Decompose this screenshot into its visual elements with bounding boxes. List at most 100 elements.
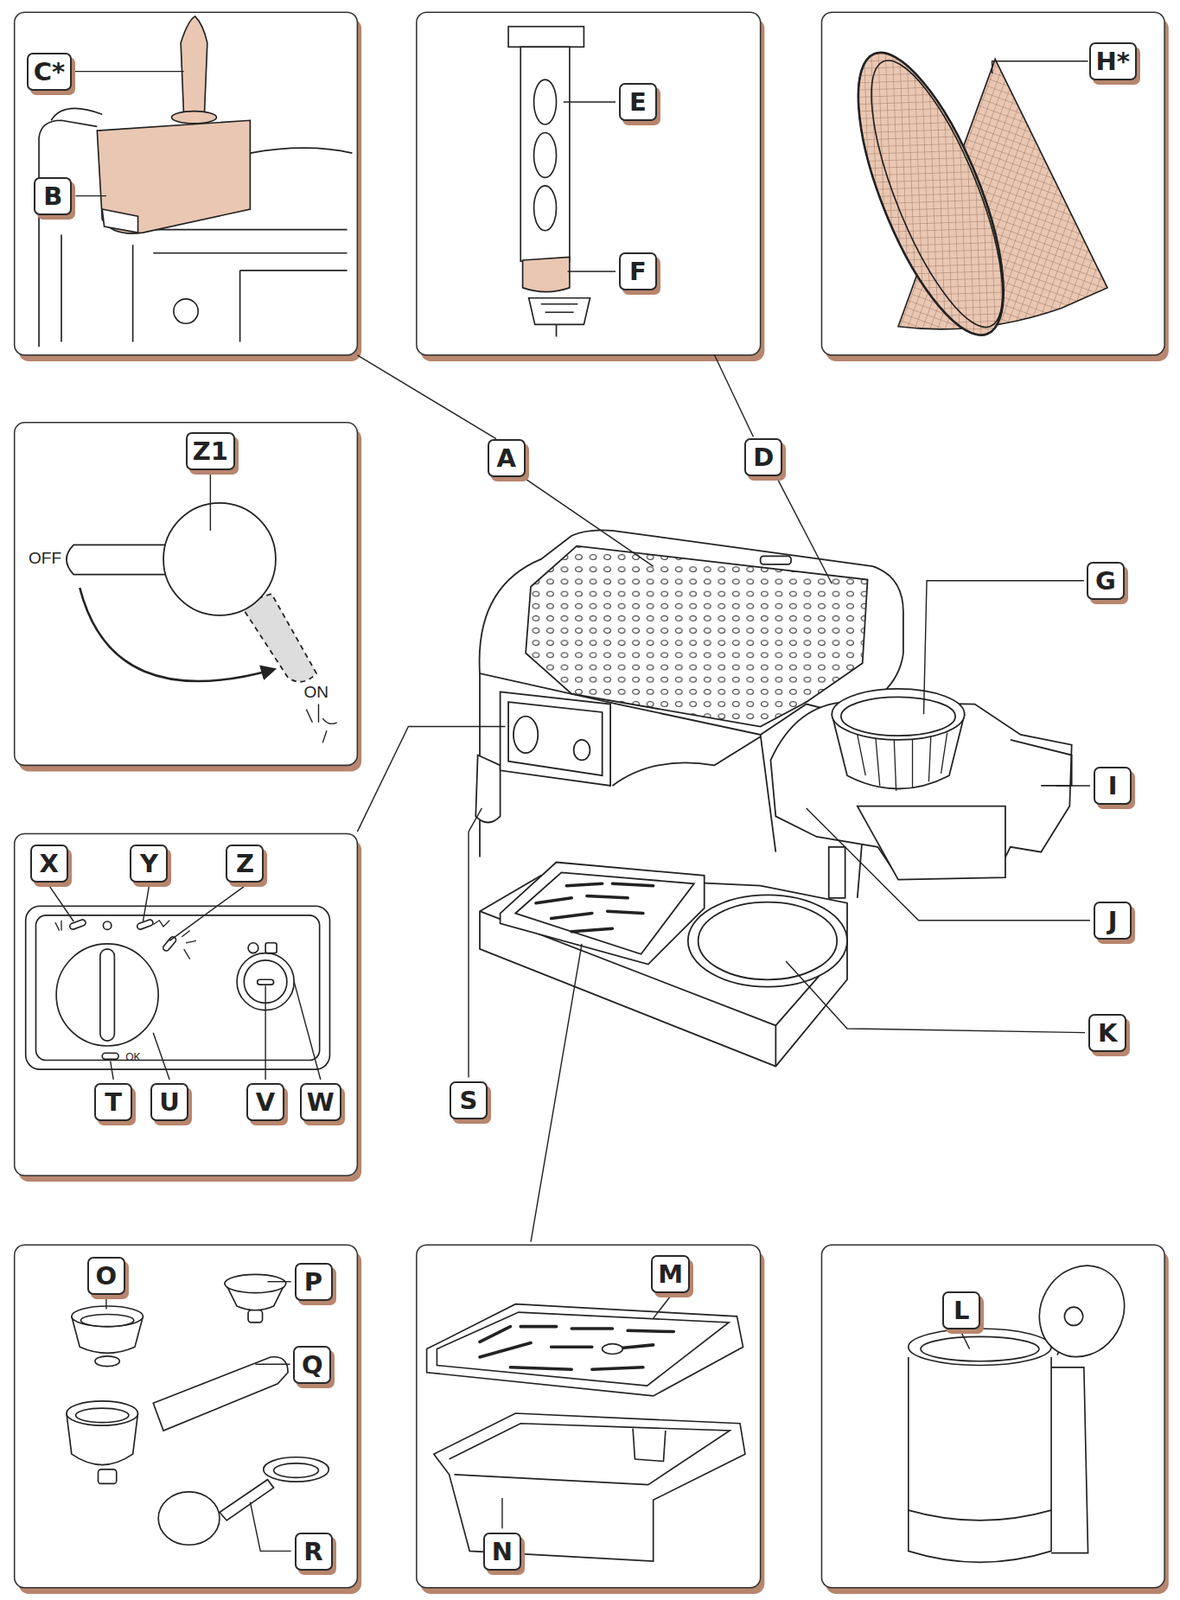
filter-holder-detail xyxy=(508,26,584,48)
control-panel-detail xyxy=(25,905,331,1070)
callout-box: R xyxy=(294,1532,333,1571)
control-panel-detail xyxy=(248,943,259,954)
callout-box: C* xyxy=(26,52,72,91)
carafe-detail xyxy=(1022,1250,1141,1372)
leader-line xyxy=(567,270,616,272)
filter-holder-detail xyxy=(523,256,570,292)
leader-line xyxy=(961,1333,970,1350)
part-label: OK xyxy=(125,1051,141,1064)
water-tank-detail xyxy=(172,111,217,124)
drip-tray-detail xyxy=(479,1326,674,1371)
drip-tray-detail xyxy=(427,1304,746,1562)
part-label: ON xyxy=(304,682,330,702)
leader-line xyxy=(210,473,211,531)
leader-line xyxy=(255,1364,290,1365)
brew-unit xyxy=(857,733,948,791)
steam-knob-detail xyxy=(79,587,274,682)
drip-tray-detail xyxy=(427,1304,744,1397)
leader-line xyxy=(76,195,107,197)
control-panel-detail xyxy=(257,979,275,985)
control-panel-detail xyxy=(100,949,115,1041)
machine-body xyxy=(698,902,838,981)
leader-line xyxy=(110,1061,115,1080)
water-tank-detail xyxy=(153,252,347,255)
leader-line xyxy=(501,1498,503,1529)
control-panel-detail xyxy=(25,905,331,1070)
machine-body xyxy=(829,847,846,899)
machine-body xyxy=(515,872,695,954)
portafilter-detail xyxy=(274,1463,319,1479)
callout-letter: V xyxy=(255,1087,275,1117)
callout-letter: P xyxy=(304,1267,323,1297)
callout-box: I xyxy=(1093,766,1132,805)
carafe-detail xyxy=(908,1510,1052,1521)
portafilter-detail xyxy=(98,1469,117,1485)
callout-box: L xyxy=(942,1291,981,1330)
callout-letter: E xyxy=(629,87,647,117)
portafilter-detail xyxy=(158,1492,220,1545)
drip-tray-detail xyxy=(602,1344,624,1355)
carafe-detail xyxy=(908,1328,1052,1365)
cone-filter-detail xyxy=(829,35,1034,352)
callout-box: J xyxy=(1093,901,1132,940)
water-tank-detail xyxy=(51,108,103,121)
carafe-detail xyxy=(908,1357,1052,1563)
control-panel-detail xyxy=(55,920,170,932)
portafilter-detail xyxy=(224,1274,287,1293)
brew-unit xyxy=(770,688,1072,881)
leader-line xyxy=(785,961,1085,1034)
leader-line xyxy=(775,475,832,584)
panel-frame xyxy=(14,12,358,356)
filter-holder-detail xyxy=(534,79,557,125)
panel-frame xyxy=(14,833,358,1175)
steam-knob-detail xyxy=(163,503,276,616)
callout-box: O xyxy=(87,1256,126,1295)
leader-line xyxy=(520,475,653,567)
panel-frame xyxy=(416,12,761,356)
leader-line xyxy=(249,1502,291,1552)
callout-letter: M xyxy=(657,1259,683,1289)
leader-line xyxy=(49,61,1091,1552)
water-tank-detail xyxy=(61,235,134,343)
callout-box: Q xyxy=(293,1345,332,1385)
machine-body xyxy=(500,862,705,965)
filter-holder-detail xyxy=(534,132,557,178)
leader-line xyxy=(563,101,616,103)
callout-letter: L xyxy=(953,1295,970,1326)
water-tank-detail xyxy=(102,209,138,233)
portafilter-detail xyxy=(248,1310,263,1323)
callout-letter: W xyxy=(306,1087,335,1117)
callout-box: U xyxy=(150,1083,189,1122)
leader-line xyxy=(924,580,1085,715)
carafe-detail xyxy=(920,1336,1040,1361)
callout-letter: H* xyxy=(1096,46,1130,77)
leader-line xyxy=(468,808,482,1078)
water-tank-detail xyxy=(180,16,208,118)
callout-letter: D xyxy=(752,442,774,472)
portafilter-detail xyxy=(76,1408,129,1423)
cone-filter-detail xyxy=(845,45,1028,342)
callout-box: Z xyxy=(225,844,264,883)
callout-box: X xyxy=(30,844,69,883)
brew-unit xyxy=(857,806,1006,881)
callout-letter: F xyxy=(629,256,647,287)
machine-body xyxy=(535,883,654,932)
callout-letter: C* xyxy=(33,57,65,87)
steam-knob-detail xyxy=(240,593,318,683)
callout-letter: B xyxy=(43,181,63,211)
control-panel-detail xyxy=(56,944,159,1047)
control-panel-detail xyxy=(35,915,319,1061)
leader-line xyxy=(169,886,245,942)
brew-unit xyxy=(1010,739,1072,786)
leader-line xyxy=(153,1033,170,1080)
cone-filter-detail xyxy=(829,35,1108,352)
water-tank-detail xyxy=(240,270,348,343)
drip-tray-detail xyxy=(436,1312,729,1386)
steam-knob-detail xyxy=(306,704,337,744)
machine-body xyxy=(574,739,591,761)
callout-box: K xyxy=(1088,1014,1127,1053)
panel-frame xyxy=(821,1244,1165,1589)
callout-letter: G xyxy=(1095,566,1117,596)
callout-box: P xyxy=(294,1262,333,1302)
portafilter-detail xyxy=(66,1401,139,1426)
